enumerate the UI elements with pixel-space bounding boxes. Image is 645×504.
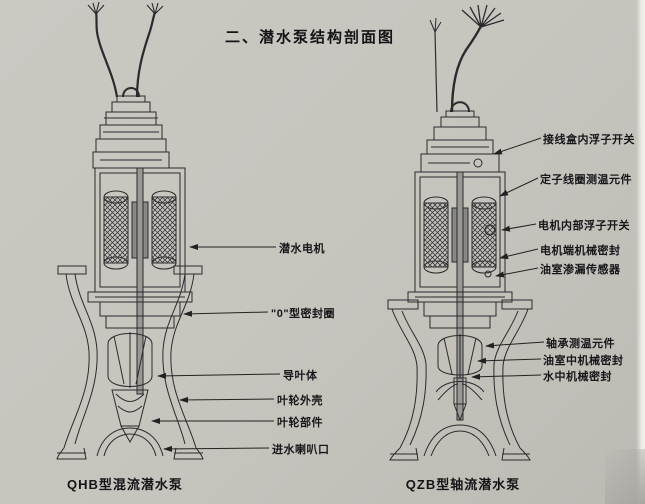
sensor-wire-icon xyxy=(434,31,438,113)
cable-icon xyxy=(450,25,483,113)
label-water-seal: 水中机械密封 xyxy=(543,371,612,383)
leader-lines-left xyxy=(151,244,281,452)
left-top-stack xyxy=(92,101,170,169)
right-guide-vane-body xyxy=(437,334,483,378)
right-inlet-bell xyxy=(423,424,497,457)
label-junction-box-float-switch: 接线盒内浮子开关 xyxy=(543,134,635,146)
left-pump-drawing xyxy=(56,1,204,460)
label-impeller-casing: 叶轮外壳 xyxy=(277,395,323,407)
page-title: 二、潜水泵结构剖面图 xyxy=(224,29,395,46)
right-motor-body xyxy=(414,171,506,421)
label-o-ring-seal: "0"型密封圈 xyxy=(271,308,336,320)
left-guide-vane-body xyxy=(107,332,153,388)
leader-lines-right xyxy=(471,137,545,380)
label-bearing-temp-sensor: 轴承测温元件 xyxy=(546,338,615,350)
label-stator-temp-sensor: 定子线圈测温元件 xyxy=(540,174,632,186)
left-outer-casing xyxy=(56,265,204,460)
left-seal-section xyxy=(87,291,193,329)
label-oil-leak-sensor: 油室渗漏传感器 xyxy=(540,264,621,276)
right-pump-drawing xyxy=(387,4,533,461)
label-motor-end-seal: 电机端机械密封 xyxy=(540,245,621,257)
label-inlet-bell-mouth: 进水喇叭口 xyxy=(272,444,330,456)
right-oil-chamber xyxy=(407,270,513,329)
lifting-shackle xyxy=(445,101,475,118)
scan-corner-shadow xyxy=(605,449,645,504)
right-pump-caption: QZB型轴流潜水泵 xyxy=(405,477,521,492)
right-outer-casing xyxy=(387,299,533,461)
cable-fray-icon xyxy=(429,4,505,33)
cable-fray-icon xyxy=(87,1,164,15)
left-inlet-bell xyxy=(96,427,164,457)
label-motor-float-switch: 电机内部浮子开关 xyxy=(538,220,630,232)
label-oil-chamber-seal: 油室中机械密封 xyxy=(543,355,624,367)
label-guide-vane-body: 导叶体 xyxy=(283,370,318,382)
right-impeller xyxy=(435,377,485,422)
right-junction-box xyxy=(420,116,500,173)
left-motor-body xyxy=(94,167,186,395)
cable-icon xyxy=(94,11,157,98)
lifting-shackle xyxy=(116,87,146,103)
label-submersible-motor: 潜水电机 xyxy=(279,243,325,255)
label-impeller-parts: 叶轮部件 xyxy=(277,417,323,429)
left-pump-caption: QHB型混流潜水泵 xyxy=(67,477,183,492)
scan-page-edge xyxy=(636,0,645,504)
